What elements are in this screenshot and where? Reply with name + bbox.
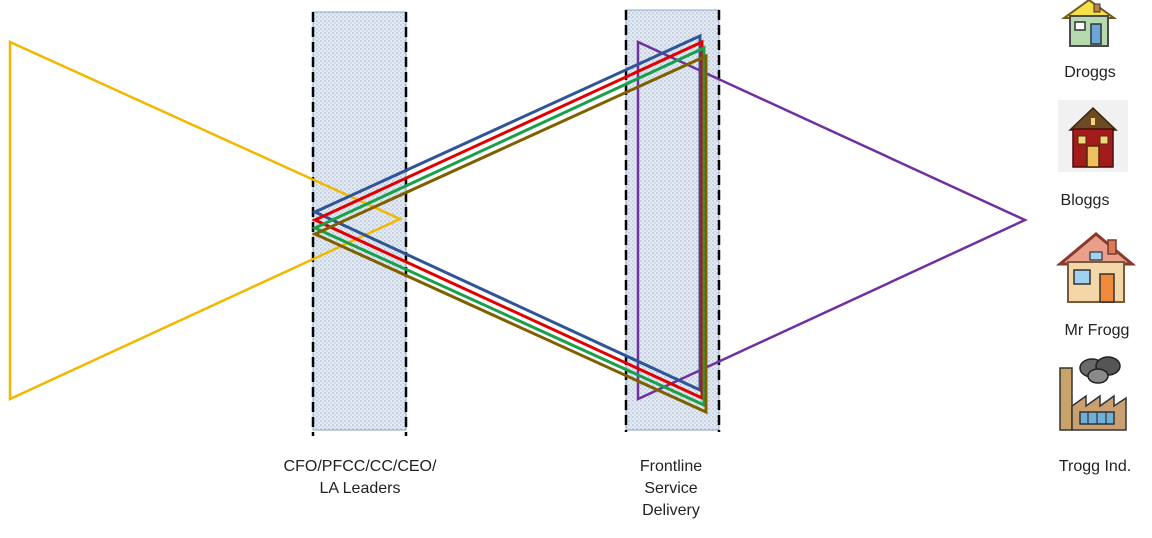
entity-label-droggs: Droggs — [1064, 64, 1116, 81]
red-triangle — [311, 39, 704, 401]
frontline-label: Frontline Service Delivery — [639, 458, 703, 519]
entity-label-mr-frogg: Mr Frogg — [1064, 322, 1130, 339]
olive-triangle — [311, 53, 708, 415]
green-triangle — [311, 45, 706, 408]
purple-triangle — [636, 40, 1028, 401]
house-red-icon — [1058, 100, 1128, 172]
entity-label-bloggs: Bloggs — [1060, 192, 1110, 209]
entity-label-trogg-ind: Trogg Ind. — [1058, 458, 1132, 475]
blue-triangle — [311, 33, 702, 393]
house-brick-icon — [1056, 232, 1136, 303]
factory-icon — [1059, 356, 1127, 431]
yellow-triangle — [8, 40, 404, 401]
leaders-label: CFO/PFCC/CC/CEO/ LA Leaders — [283, 458, 437, 497]
house-yellow-icon — [1060, 0, 1118, 47]
